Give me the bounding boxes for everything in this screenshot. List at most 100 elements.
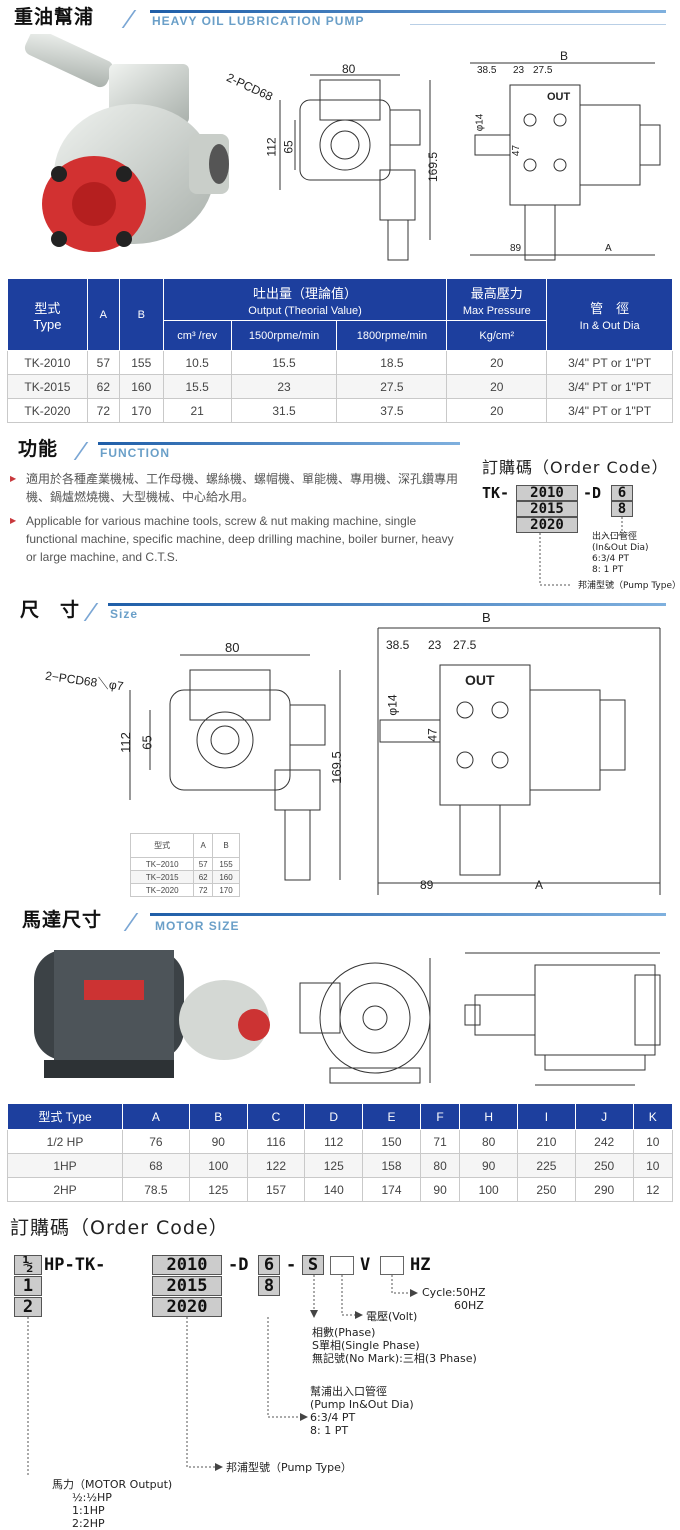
motor-cell: 290	[574, 1177, 634, 1202]
ob-code-2010: 2010	[152, 1255, 222, 1275]
table-cell-cm3: 15.5	[162, 374, 232, 399]
motor-cell: 78.5	[122, 1177, 190, 1202]
ob-hz-box	[380, 1256, 404, 1275]
ob-connectors	[27, 1275, 418, 1475]
th-a: A	[86, 278, 120, 351]
size-title-en: Size	[110, 607, 139, 621]
motor-cell: 158	[362, 1153, 421, 1178]
motor-th: J	[574, 1103, 634, 1130]
motor-cell: 90	[459, 1153, 519, 1178]
motor-cell: 140	[304, 1177, 364, 1202]
ob-dash-s: -	[286, 1255, 297, 1275]
motor-cell: 150	[362, 1129, 421, 1154]
th-cm3: cm³ /rev	[162, 320, 232, 351]
motor-cell: 100	[188, 1153, 248, 1178]
motor-line	[150, 913, 666, 916]
oc-code-2020: 2020	[516, 517, 578, 533]
th-kg: Kg/cm²	[446, 320, 548, 351]
table-cell-r1500: 23	[230, 374, 338, 399]
oc-prefix: TK-	[482, 484, 510, 502]
size-dim-169: 169.5	[328, 751, 344, 784]
th-output: 吐出量（理論值）Output (Theorial Value)	[162, 278, 448, 321]
motor-cell: 90	[419, 1177, 461, 1202]
size-dim-112: 112	[117, 732, 133, 753]
motor-th: D	[304, 1103, 364, 1130]
size-dim-275: 27.5	[453, 638, 477, 652]
mini-cell-a: 72	[193, 883, 213, 897]
motor-cell: 122	[246, 1153, 306, 1178]
size-dim-89: 89	[420, 878, 434, 892]
mini-cell-b: 155	[211, 857, 241, 871]
mini-cell-a: 62	[193, 870, 213, 884]
mini-cell-type: TK−2015	[129, 870, 195, 884]
motor-cell: 125	[188, 1177, 248, 1202]
motor-th: 型式 Type	[7, 1103, 123, 1130]
ob-code-2020: 2020	[152, 1297, 222, 1317]
ob-pump-type: 邦浦型號（Pump Type）	[226, 1461, 352, 1474]
table-cell-a: 72	[86, 398, 120, 423]
oc-dash-d: -D	[583, 484, 602, 502]
table-cell-a: 62	[86, 374, 120, 399]
motor-side-drawing	[455, 945, 670, 1095]
table-cell-pipe: 3/4" PT or 1"PT	[546, 374, 673, 399]
table-cell-pipe: 3/4" PT or 1"PT	[546, 398, 673, 423]
dim-275: 27.5	[533, 65, 553, 76]
ob-volt: 電壓(Volt)	[366, 1310, 418, 1323]
motor-header: 馬達尺寸 MOTOR SIZE	[0, 905, 680, 935]
size-title: 尺 寸	[20, 599, 81, 621]
function-text-zh: 適用於各種產業機械、工作母機、螺絲機、螺帽機、單能機、專用機、深孔鑽專用機、鍋爐…	[10, 470, 460, 506]
table-cell-r1800: 18.5	[336, 350, 448, 375]
motor-cell: 12	[632, 1177, 674, 1202]
motor-cell: 10	[632, 1129, 674, 1154]
ob-dash-d: -D	[228, 1255, 249, 1275]
table-cell-pressure: 20	[446, 374, 548, 399]
dim-23: 23	[513, 65, 525, 76]
dim-385: 38.5	[477, 65, 497, 76]
th-1500: 1500rpme/min	[230, 320, 338, 351]
table-cell-type: TK-2020	[7, 398, 88, 423]
table-cell-b: 155	[118, 350, 164, 375]
dim-169: 169.5	[426, 151, 441, 183]
motor-cell: 2HP	[7, 1177, 123, 1202]
ob-dia-8: 8	[258, 1276, 280, 1296]
size-out-label: OUT	[465, 672, 495, 688]
divider-slash	[73, 442, 89, 460]
ob-dia-6: 6	[258, 1255, 280, 1275]
size-dim-phi14: φ14	[385, 694, 400, 716]
ob-v: V	[360, 1255, 371, 1275]
motor-cell: 225	[517, 1153, 576, 1178]
dim-A: A	[605, 243, 612, 254]
size-dim-65: 65	[139, 735, 155, 750]
size-dim-47: 47	[425, 728, 440, 742]
mini-cell-type: TK−2010	[129, 857, 195, 871]
motor-photo	[14, 940, 284, 1090]
ob-hz: HZ	[410, 1255, 431, 1275]
th-b: B	[118, 278, 164, 351]
table-cell-type: TK-2015	[7, 374, 88, 399]
dim-phi14: φ14	[474, 113, 486, 132]
function-line	[98, 442, 460, 445]
ob-s: S	[302, 1255, 324, 1275]
mini-cell-b: 170	[211, 883, 241, 897]
function-text-en: Applicable for various machine tools, sc…	[10, 512, 460, 566]
dim-65: 65	[281, 140, 296, 154]
size-side-drawing: 80 2−PCD68＼φ7 112 65 169.5	[20, 630, 360, 900]
motor-th: A	[122, 1103, 190, 1130]
ob-hp-2: 2	[14, 1297, 42, 1317]
mini-cell-type: TK−2020	[129, 883, 195, 897]
function-title: 功能	[18, 438, 59, 460]
motor-th: F	[419, 1103, 461, 1130]
oc-code-2010: 2010	[516, 485, 578, 501]
table-cell-pressure: 20	[446, 350, 548, 375]
